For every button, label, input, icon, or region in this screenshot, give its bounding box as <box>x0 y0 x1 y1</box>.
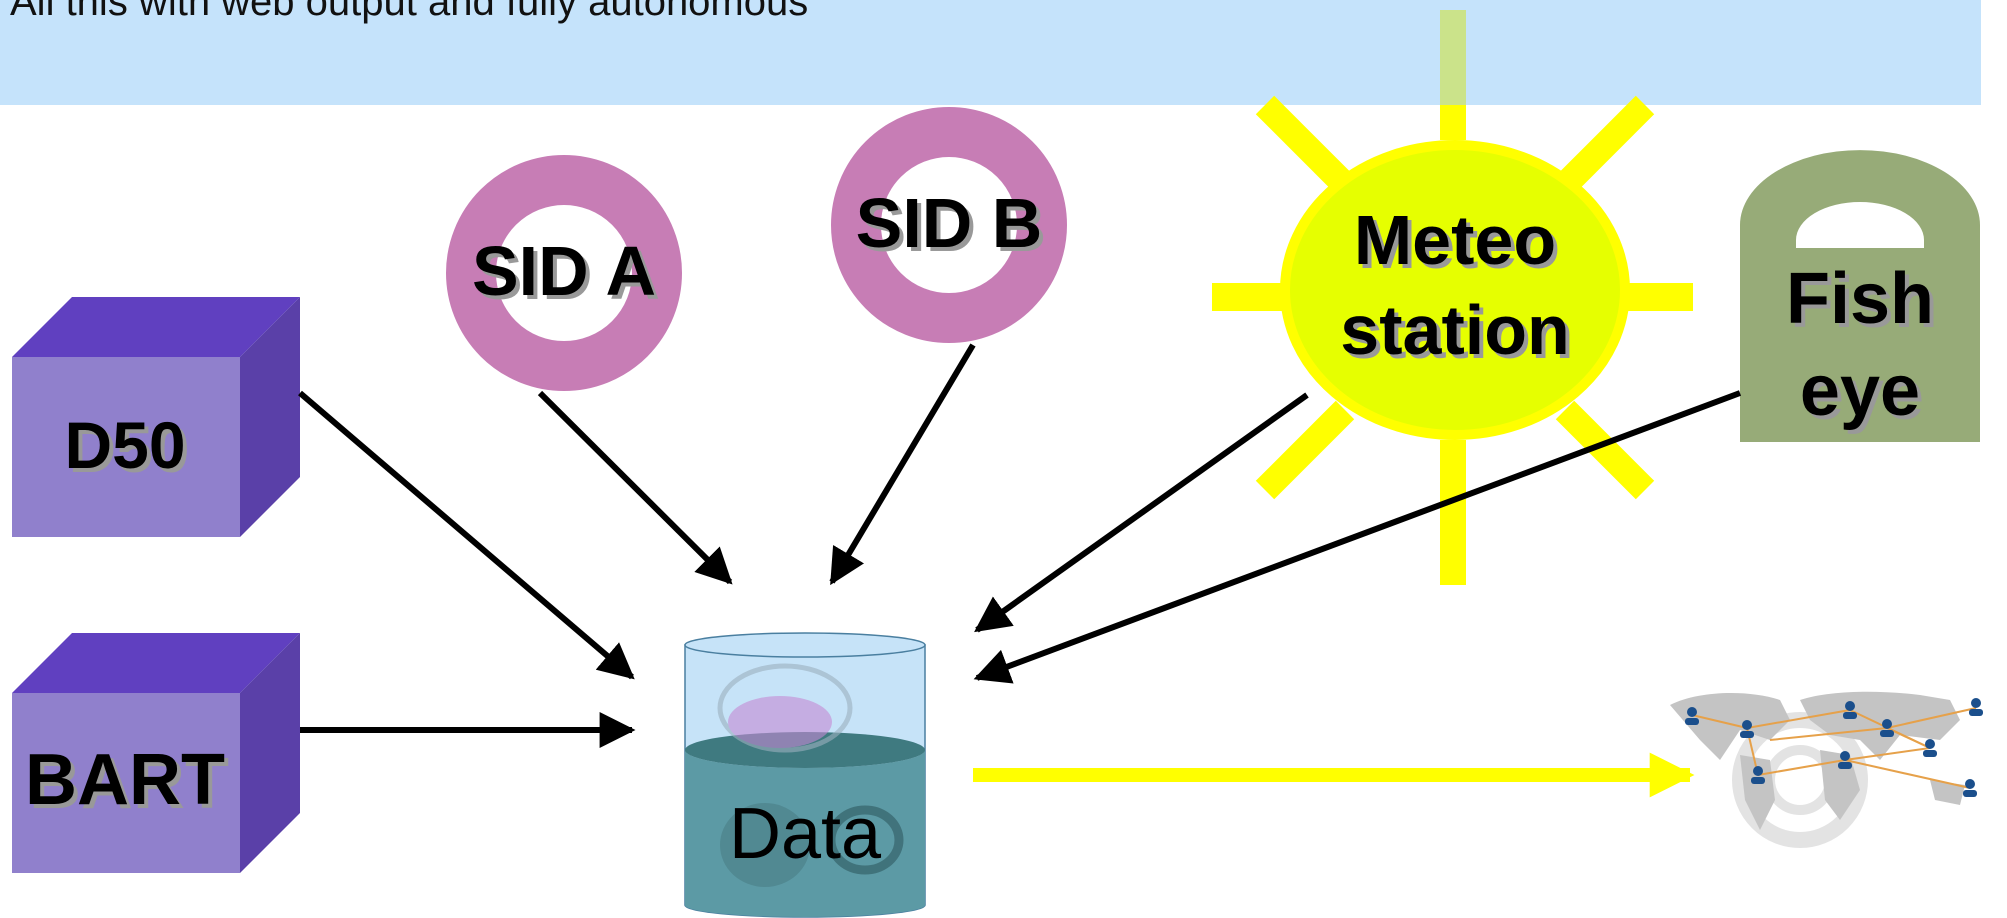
sid-b-label-shadow: SID B <box>860 188 1047 266</box>
d50-label: D50 <box>64 408 185 482</box>
fish-eye-label-line2: eye <box>1800 351 1920 431</box>
fish-eye-lock: Fish Fish eye eye <box>1740 150 1980 442</box>
sid-a-label-shadow: SID A <box>476 236 660 314</box>
arrow-d50-to-data <box>298 390 635 680</box>
meteo-label-line2: station <box>1340 291 1569 369</box>
arrow-meteo-to-data <box>974 392 1309 633</box>
fish-eye-label-line1: Fish <box>1786 259 1934 339</box>
jellyfish-image <box>717 663 904 887</box>
input-arrows <box>298 343 1742 748</box>
arrow-fisheye-to-data <box>973 390 1742 684</box>
fish-eye-label-line1-shadow: Fish <box>1790 263 1938 343</box>
sid-b-label: SID B <box>856 184 1043 262</box>
banner-text: All this with web output and fully auton… <box>10 0 809 24</box>
sid-b-ring: SID B SID B <box>831 107 1067 343</box>
d50-label-shadow: D50 <box>68 412 189 486</box>
meteo-label-line2-shadow: station <box>1344 295 1573 373</box>
meteo-station-sun: Meteo Meteo station station <box>1212 10 1693 585</box>
meteo-label-line1: Meteo <box>1354 201 1556 279</box>
sid-a-label: SID A <box>472 232 656 310</box>
title-banner: All this with web output and fully auton… <box>0 0 1981 105</box>
sid-a-ring: SID A SID A <box>446 155 682 391</box>
bart-cube: BART BART <box>12 633 300 873</box>
d50-cube: D50 D50 <box>12 297 300 537</box>
bart-label: BART <box>25 740 225 820</box>
world-network-icon <box>1670 691 1983 848</box>
data-cylinder: Data <box>684 632 926 918</box>
arrow-sid-a-to-data <box>537 390 733 585</box>
bart-label-shadow: BART <box>29 744 229 824</box>
data-label: Data <box>729 794 882 874</box>
meteo-label-line1-shadow: Meteo <box>1358 205 1560 283</box>
fish-eye-label-line2-shadow: eye <box>1804 355 1924 435</box>
arrow-sid-b-to-data <box>829 343 976 586</box>
